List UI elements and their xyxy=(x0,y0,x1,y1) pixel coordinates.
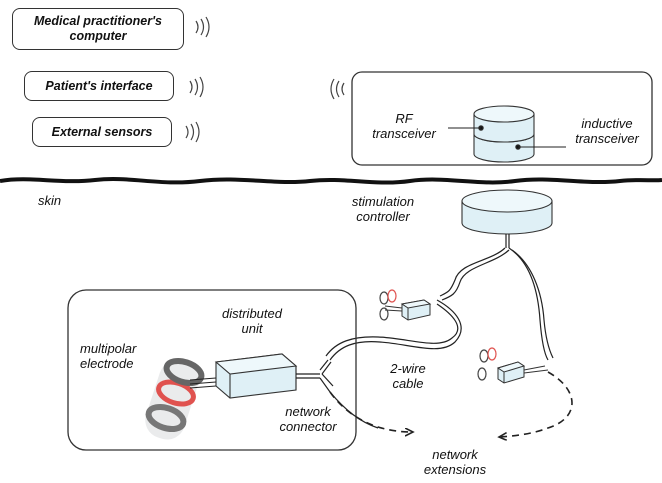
network-connector-label: network connector xyxy=(268,404,348,434)
rf-transceiver-label: RF transceiver xyxy=(364,111,444,141)
patient-interface-label: Patient's interface xyxy=(45,78,153,93)
medical-computer-label-line2: computer xyxy=(69,29,127,43)
skin-boundary xyxy=(0,177,662,185)
inductive-label-line2: transceiver xyxy=(575,131,639,146)
medical-computer-box: Medical practitioner's computer xyxy=(12,8,184,50)
rf-label-line1: RF xyxy=(395,111,413,126)
inductive-label-line1: inductive xyxy=(581,116,633,131)
network-connector-line2: connector xyxy=(279,419,337,434)
wireless-signal-icon xyxy=(195,16,210,38)
two-wire-cable-label: 2-wire cable xyxy=(378,361,438,391)
stimulation-controller-line2: controller xyxy=(356,209,410,224)
transceiver-cylinder xyxy=(448,105,566,163)
multipolar-electrode xyxy=(145,357,205,440)
wireless-signal-icon xyxy=(185,121,200,143)
network-extensions-label: network extensions xyxy=(410,447,500,477)
small-distributed-unit xyxy=(384,299,432,321)
distributed-unit-line2: unit xyxy=(241,321,263,336)
two-wire-cable-line1: 2-wire xyxy=(390,361,426,376)
network-connector-line1: network xyxy=(285,404,331,419)
multipolar-electrode-line2: electrode xyxy=(80,356,134,371)
two-wire-cable-line2: cable xyxy=(392,376,424,391)
medical-computer-label-line1: Medical practitioner's xyxy=(33,14,162,28)
stimulation-controller-cylinder xyxy=(461,189,553,235)
distributed-unit-label: distributed unit xyxy=(212,306,292,336)
network-extension-arrow xyxy=(500,371,573,437)
distributed-unit-box xyxy=(189,353,298,399)
stimulation-controller-line1: stimulation xyxy=(351,194,415,209)
external-sensors-label: External sensors xyxy=(51,124,153,139)
multipolar-electrode-label: multipolar electrode xyxy=(80,341,136,371)
network-extensions-line2: extensions xyxy=(423,462,487,477)
distributed-unit-frame xyxy=(67,289,357,451)
external-sensors-box: External sensors xyxy=(32,117,172,147)
two-wire-cables xyxy=(325,234,554,361)
skin-label: skin xyxy=(38,193,62,208)
patient-interface-box: Patient's interface xyxy=(24,71,174,101)
wireless-signal-icon xyxy=(330,78,345,100)
wireless-signal-icon xyxy=(189,76,204,98)
rf-label-line2: transceiver xyxy=(372,126,436,141)
stimulation-controller-label: stimulation controller xyxy=(338,194,428,224)
multipolar-electrode-line1: multipolar xyxy=(80,341,137,356)
small-electrode xyxy=(379,289,397,321)
network-extension-arrow xyxy=(329,391,412,432)
small-distributed-unit xyxy=(496,361,549,384)
distributed-unit-line1: distributed xyxy=(222,306,282,321)
small-electrode xyxy=(477,347,497,381)
inductive-transceiver-label: inductive transceiver xyxy=(562,116,652,146)
network-extensions-line1: network xyxy=(432,447,478,462)
